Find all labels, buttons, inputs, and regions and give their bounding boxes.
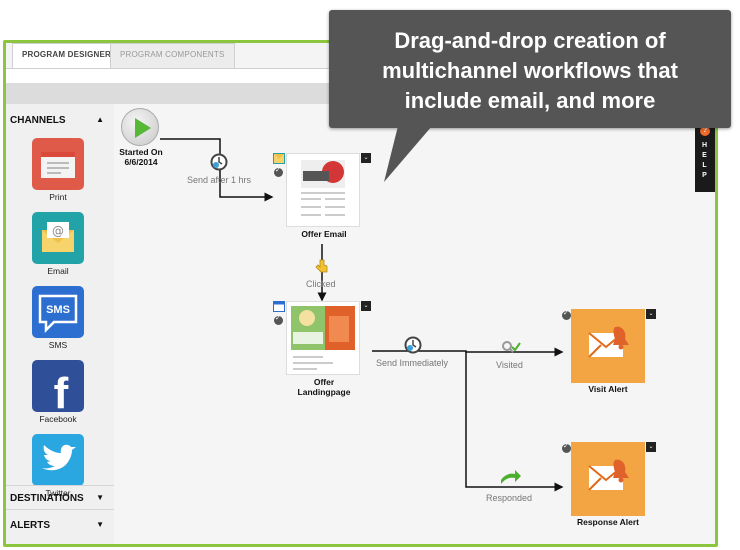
caret-up-icon: ▲ (96, 115, 104, 124)
offer-email-thumbnail[interactable] (286, 153, 360, 227)
help-letter: E (702, 152, 708, 159)
visit-alert-tile[interactable] (571, 309, 645, 383)
channel-label: Print (49, 192, 67, 202)
landing-line1: Offer (313, 377, 335, 387)
node-menu-icon[interactable]: ⌄ (361, 153, 371, 163)
channel-label: Email (47, 266, 69, 276)
channels-panel: CHANNELS ▲ Print @ (6, 104, 114, 544)
svg-text:@: @ (52, 224, 64, 238)
start-node-label: Started On 6/6/2014 (108, 147, 174, 167)
clicked-label: Clicked (306, 279, 336, 289)
caret-down-icon: ▼ (96, 493, 104, 502)
email-icon: @ (32, 212, 84, 264)
status-check-icon (562, 442, 571, 453)
node-menu-icon[interactable]: ⌄ (361, 301, 371, 311)
channel-email[interactable]: @ Email (31, 212, 85, 276)
alert-envelope-icon (588, 459, 629, 491)
callout-line1: Drag-and-drop creation of (394, 28, 666, 53)
reply-arrow-icon[interactable] (499, 470, 521, 488)
visit-alert-label: Visit Alert (588, 384, 628, 394)
print-icon (32, 138, 84, 190)
tab-program-designer[interactable]: PROGRAM DESIGNER (12, 43, 121, 70)
alerts-heading-label: ALERTS (10, 520, 50, 531)
destinations-heading[interactable]: DESTINATIONS ▼ (10, 493, 110, 504)
landing-page-thumbnail[interactable] (286, 301, 360, 375)
callout-line2: multichannel workflows that (382, 58, 678, 83)
twitter-icon (32, 434, 84, 486)
offer-email-node: Offer Email (284, 229, 364, 239)
alerts-heading[interactable]: ALERTS ▼ (10, 520, 110, 531)
start-line2: 6/6/2014 (124, 157, 158, 167)
response-alert-node: Response Alert (560, 517, 656, 527)
landing-line2: Landingpage (297, 387, 351, 397)
timer-icon[interactable] (404, 336, 422, 354)
channel-twitter[interactable]: Twitter (31, 434, 85, 498)
callout-line3: include email, and more (404, 88, 656, 113)
visited-magnifier-icon[interactable] (501, 340, 521, 354)
channel-label: SMS (48, 340, 68, 350)
offer-email-label: Offer Email (301, 229, 347, 239)
send-after-label: Send after 1 hrs (187, 175, 252, 185)
channel-label: Facebook (39, 414, 77, 424)
panel-divider (6, 509, 114, 510)
sms-icon: SMS (32, 286, 84, 338)
callout-pointer (384, 126, 432, 182)
responded-label: Responded (486, 493, 533, 503)
visited-label: Visited (496, 360, 523, 370)
help-letter: P (702, 172, 708, 179)
facebook-tile-text: f (54, 369, 69, 412)
panel-divider (6, 485, 114, 486)
node-menu-icon[interactable]: ⌄ (646, 442, 656, 452)
landing-page-node: Offer Landingpage (284, 377, 364, 397)
landing-page-type-icon (273, 301, 285, 312)
channel-label: Twitter (45, 488, 71, 498)
timer-icon[interactable] (210, 153, 228, 171)
channels-heading[interactable]: CHANNELS ▲ (10, 115, 110, 126)
feature-callout: Drag-and-drop creation of multichannel w… (329, 10, 731, 128)
node-menu-icon[interactable]: ⌄ (646, 309, 656, 319)
destinations-heading-label: DESTINATIONS (10, 493, 84, 504)
visit-alert-node: Visit Alert (560, 384, 656, 394)
response-alert-tile[interactable] (571, 442, 645, 516)
tab-program-components[interactable]: PROGRAM COMPONENTS (110, 43, 235, 69)
sms-tile-text: SMS (46, 304, 70, 316)
email-type-icon (273, 153, 285, 164)
callout-text: Drag-and-drop creation of multichannel w… (329, 26, 731, 116)
facebook-icon: f (32, 360, 84, 412)
start-node-play-icon[interactable] (121, 108, 159, 146)
pointer-hand-icon[interactable] (315, 259, 329, 273)
help-letter: L (702, 162, 708, 169)
status-check-icon (274, 166, 283, 177)
channel-print[interactable]: Print (31, 138, 85, 202)
help-letter: H (701, 142, 709, 149)
start-line1: Started On (119, 147, 163, 157)
channel-facebook[interactable]: f Facebook (31, 360, 85, 424)
response-alert-label: Response Alert (576, 517, 640, 527)
alert-envelope-icon (588, 326, 629, 358)
send-immediately-label: Send Immediately (376, 358, 449, 368)
help-question-icon: ? (700, 126, 710, 136)
channels-heading-label: CHANNELS (10, 115, 66, 126)
channel-sms[interactable]: SMS SMS (31, 286, 85, 350)
caret-down-icon: ▼ (96, 520, 104, 529)
status-check-icon (274, 314, 283, 325)
status-check-icon (562, 309, 571, 320)
